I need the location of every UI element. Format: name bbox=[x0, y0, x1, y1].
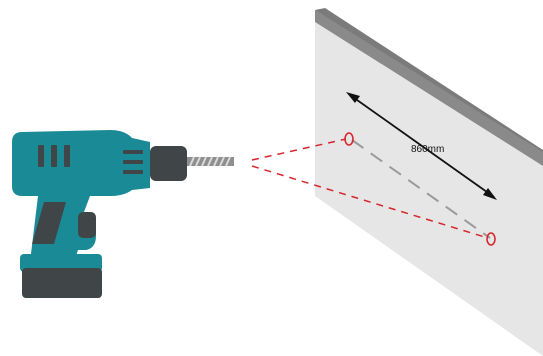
drill-hole-marker-icon bbox=[344, 132, 354, 146]
dimension-arrowhead-end bbox=[483, 188, 497, 200]
cordless-drill-icon bbox=[12, 130, 187, 298]
drill-aim-lines bbox=[251, 138, 489, 239]
aim-line-left-hole bbox=[251, 138, 347, 161]
drill-bit bbox=[186, 156, 234, 167]
dimension-arrowhead-start bbox=[346, 92, 360, 103]
drill-trigger bbox=[78, 212, 96, 238]
drill-chuck bbox=[150, 146, 187, 181]
wall-front-face bbox=[315, 22, 543, 356]
drill-battery-top bbox=[20, 254, 102, 272]
drill-grip bbox=[32, 202, 66, 244]
wall-panel bbox=[315, 8, 543, 356]
drill-hole-marker-icon bbox=[486, 232, 496, 246]
dimension-arrow-line bbox=[349, 94, 495, 198]
aim-line-right-hole bbox=[251, 165, 489, 239]
wall-top-strip bbox=[315, 10, 543, 166]
dimension-arrow bbox=[346, 92, 497, 200]
hole-center-line bbox=[351, 139, 491, 239]
dimension-label: 860mm bbox=[411, 144, 444, 155]
drill-body bbox=[12, 130, 150, 196]
drill-battery bbox=[22, 268, 102, 298]
